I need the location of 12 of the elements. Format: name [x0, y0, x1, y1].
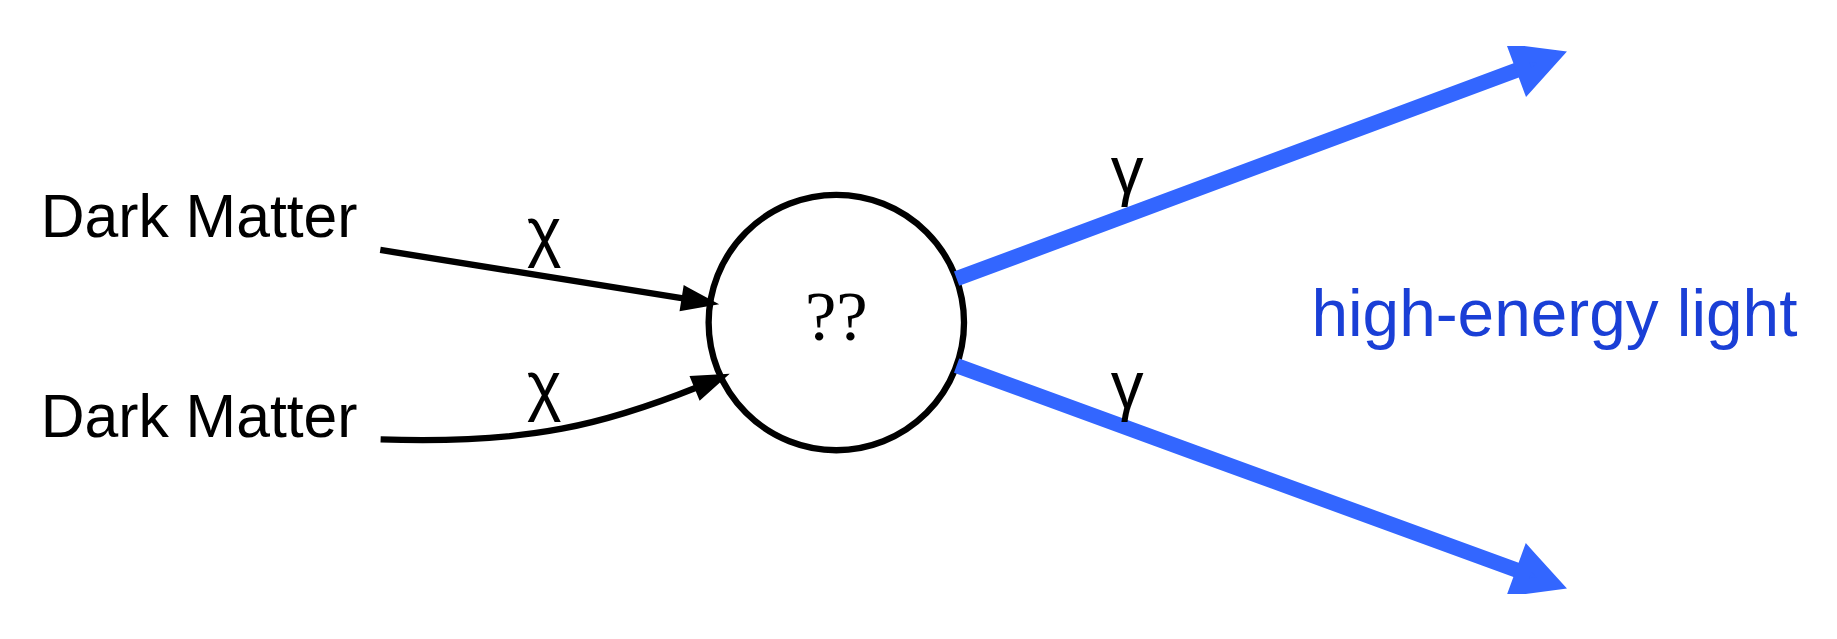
edge-label: χ — [527, 193, 562, 268]
arrow — [380, 373, 730, 443]
arrow — [954, 357, 1567, 594]
arrow — [953, 45, 1567, 286]
edge-label: γ — [1110, 347, 1144, 422]
node-circle: ?? — [705, 191, 968, 453]
node-text: Dark Matter — [40, 381, 358, 450]
node-text: Dark Matter — [40, 181, 358, 250]
arrow — [379, 246, 720, 311]
edge-label: χ — [527, 347, 562, 422]
edge-label: γ — [1110, 132, 1144, 207]
label: high-energy light — [1311, 275, 1798, 350]
